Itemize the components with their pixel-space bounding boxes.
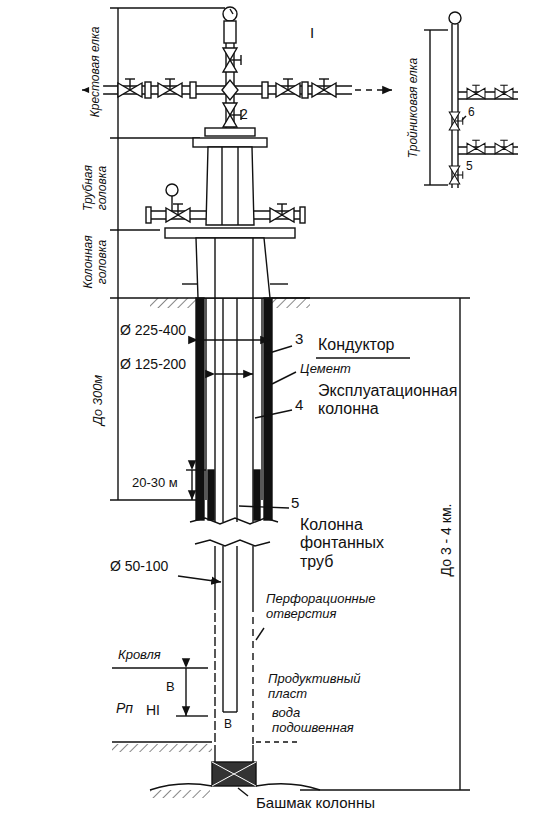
part-label: 3 [295, 330, 303, 347]
part-label: Pп [116, 700, 133, 716]
part-label: Цемент [300, 362, 351, 377]
part-label: Ø 225-400 [120, 322, 186, 338]
part-label: Кровля [118, 648, 161, 663]
dimension-label: Крестовая елка [89, 12, 103, 132]
part-label: Колонна фонтанных труб [300, 516, 400, 571]
part-label: Башмак колонны [256, 794, 375, 811]
part-label: 5 [291, 494, 299, 511]
part-label: 20-30 м [132, 476, 178, 491]
dimension-label: До 300м [91, 325, 106, 475]
part-label: 5 [466, 160, 473, 174]
part-label: 4 [295, 396, 303, 413]
dimension-label: Колонная головка [82, 233, 110, 291]
part-label: В [224, 718, 232, 732]
part-label: I [310, 24, 314, 41]
dimension-label: До 3 - 4 км. [438, 440, 454, 640]
part-label: Ø 50-100 [110, 558, 168, 574]
part-label: В [166, 680, 175, 695]
part-label: вода подошвенная [272, 706, 382, 736]
part-label: Кондуктор [318, 336, 395, 354]
part-label: Эксплуатационная колонна [318, 382, 513, 419]
part-label: Ø 125-200 [120, 356, 186, 372]
dimension-label: Трубная головка [82, 157, 110, 219]
part-label: Продуктивный пласт [268, 672, 378, 702]
part-label: HI [146, 702, 160, 718]
part-label: 2 [240, 106, 248, 122]
part-label: 6 [468, 106, 475, 120]
dimension-label: Тройниковая елка [407, 33, 421, 183]
part-label: Перфорационные отверстия [266, 592, 396, 622]
